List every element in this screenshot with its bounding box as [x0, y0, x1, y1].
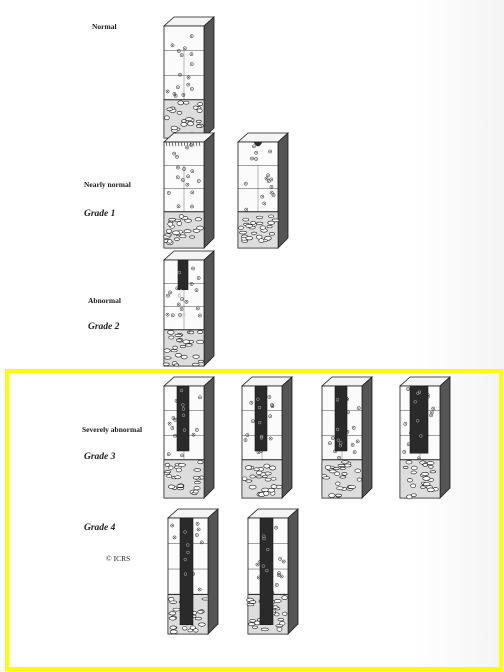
label-grade-2: Grade 2 [88, 322, 120, 332]
label-copyright: © ICRS [106, 554, 131, 563]
label-grade-3: Grade 3 [84, 452, 116, 462]
cartilage-block-grade3-c [320, 376, 378, 500]
block-drawing [162, 132, 216, 249]
block-drawing [166, 508, 220, 635]
label-severely-abnormal: Severely abnormal [82, 425, 143, 434]
label-nearly-normal: Nearly normal [84, 180, 131, 189]
label-normal: Normal [92, 22, 117, 31]
block-drawing [246, 508, 300, 635]
block-drawing [398, 376, 452, 500]
block-drawing [162, 376, 216, 499]
cartilage-block-grade1-a [162, 132, 220, 250]
block-drawing [162, 250, 216, 367]
block-drawing [162, 16, 216, 139]
cartilage-block-normal [162, 16, 220, 140]
cartilage-block-grade4-a [166, 508, 224, 636]
cartilage-block-grade4-b [246, 508, 304, 636]
block-drawing [240, 376, 294, 499]
label-abnormal: Abnormal [88, 296, 121, 305]
cartilage-block-grade3-d [398, 376, 456, 500]
block-drawing [320, 376, 374, 499]
cartilage-block-grade2 [162, 250, 220, 368]
cartilage-block-grade1-b [236, 132, 294, 250]
highlight-box-grade3-4 [5, 369, 503, 671]
scan-shading [415, 0, 504, 672]
label-grade-4: Grade 4 [84, 523, 116, 533]
block-drawing [236, 132, 290, 249]
label-grade-1: Grade 1 [84, 209, 116, 219]
cartilage-block-grade3-a [162, 376, 220, 500]
cartilage-block-grade3-b [240, 376, 298, 500]
